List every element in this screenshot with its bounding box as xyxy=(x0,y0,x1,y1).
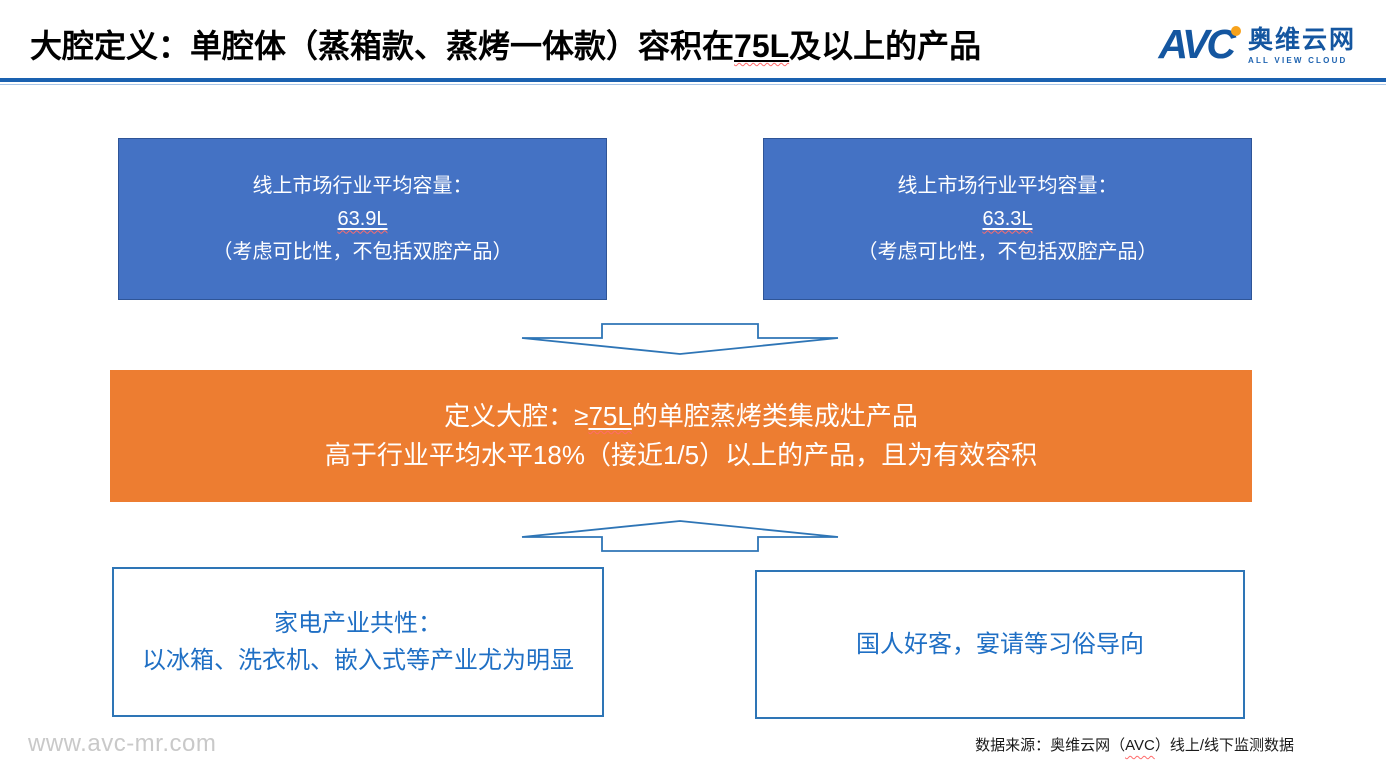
blue-right-value: 63.3L xyxy=(982,207,1033,230)
blue-left-line2: （考虑可比性，不包括双腔产品） xyxy=(212,240,513,263)
down-arrow-icon xyxy=(521,323,839,355)
logo-english-name: ALL VIEW CLOUD xyxy=(1247,56,1348,65)
white-left-line1: 家电产业共性： xyxy=(274,610,442,637)
blue-left-spellcheck: 63.9L xyxy=(337,208,387,230)
blue-right-value-line: 63.3L xyxy=(764,203,1251,236)
logo-orange-dot-icon xyxy=(1230,26,1241,36)
white-left-line2: 以冰箱、洗衣机、嵌入式等产业尤为明显 xyxy=(142,647,574,674)
orange-line1-post: 的单腔蒸烤类集成灶产品 xyxy=(631,401,918,431)
footer-website: www.avc-mr.com xyxy=(28,730,217,757)
orange-line1-value: 75L xyxy=(588,401,632,431)
orange-spellcheck: 75L xyxy=(588,401,631,431)
title-value: 75L xyxy=(734,28,790,64)
title-text-post: 及以上的产品 xyxy=(789,28,982,64)
blue-box-online-right: 线上市场行业平均容量： 63.3L （考虑可比性，不包括双腔产品） xyxy=(763,138,1252,300)
logo-text-block: 奥维云网 ALL VIEW CLOUD xyxy=(1248,24,1356,65)
blue-left-value-line: 63.9L xyxy=(119,203,606,236)
blue-left-line1: 线上市场行业平均容量： xyxy=(252,174,473,197)
orange-line2: 高于行业平均水平18%（接近1/5）以上的产品，且为有效容积 xyxy=(324,440,1038,470)
white-box-custom-right: 国人好客，宴请等习俗导向 xyxy=(755,570,1245,719)
blue-right-line2: （考虑可比性，不包括双腔产品） xyxy=(857,240,1158,263)
logo-chinese-name: 奥维云网 xyxy=(1247,26,1356,54)
footer-data-source: 数据来源：奥维云网（AVC）线上/线下监测数据 xyxy=(975,734,1294,755)
title-text-pre: 大腔定义：单腔体（蒸箱款、蒸烤一体款）容积在 xyxy=(30,28,735,64)
blue-right-line1: 线上市场行业平均容量： xyxy=(897,174,1118,197)
page-title: 大腔定义：单腔体（蒸箱款、蒸烤一体款）容积在75L及以上的产品 xyxy=(30,24,981,68)
white-box-appliance-left: 家电产业共性： 以冰箱、洗衣机、嵌入式等产业尤为明显 xyxy=(112,567,604,717)
title-divider xyxy=(0,78,1386,85)
avc-logo: AVC 奥维云网 ALL VIEW CLOUD xyxy=(1158,21,1356,67)
avc-logo-letters: AVC xyxy=(1158,21,1236,67)
orange-line1: 定义大腔：≥75L的单腔蒸烤类集成灶产品 xyxy=(110,397,1252,436)
up-arrow-icon xyxy=(521,520,839,552)
orange-definition-box: 定义大腔：≥75L的单腔蒸烤类集成灶产品 高于行业平均水平18%（接近1/5）以… xyxy=(110,370,1252,502)
orange-line1-pre: 定义大腔：≥ xyxy=(444,401,589,431)
title-spellcheck: 75L xyxy=(734,28,789,64)
blue-left-value: 63.9L xyxy=(337,207,388,230)
blue-right-spellcheck: 63.3L xyxy=(982,208,1032,230)
footer-spellcheck: AVC xyxy=(1125,737,1155,754)
blue-box-online-left: 线上市场行业平均容量： 63.9L （考虑可比性，不包括双腔产品） xyxy=(118,138,607,300)
avc-logo-mark: AVC xyxy=(1158,21,1241,67)
white-right-line1: 国人好客，宴请等习俗导向 xyxy=(856,631,1144,658)
footer-source-pre: 数据来源：奥维云网（ xyxy=(975,737,1126,754)
footer-source-post: ）线上/线下监测数据 xyxy=(1154,737,1294,754)
footer-source-value: AVC xyxy=(1125,737,1155,754)
